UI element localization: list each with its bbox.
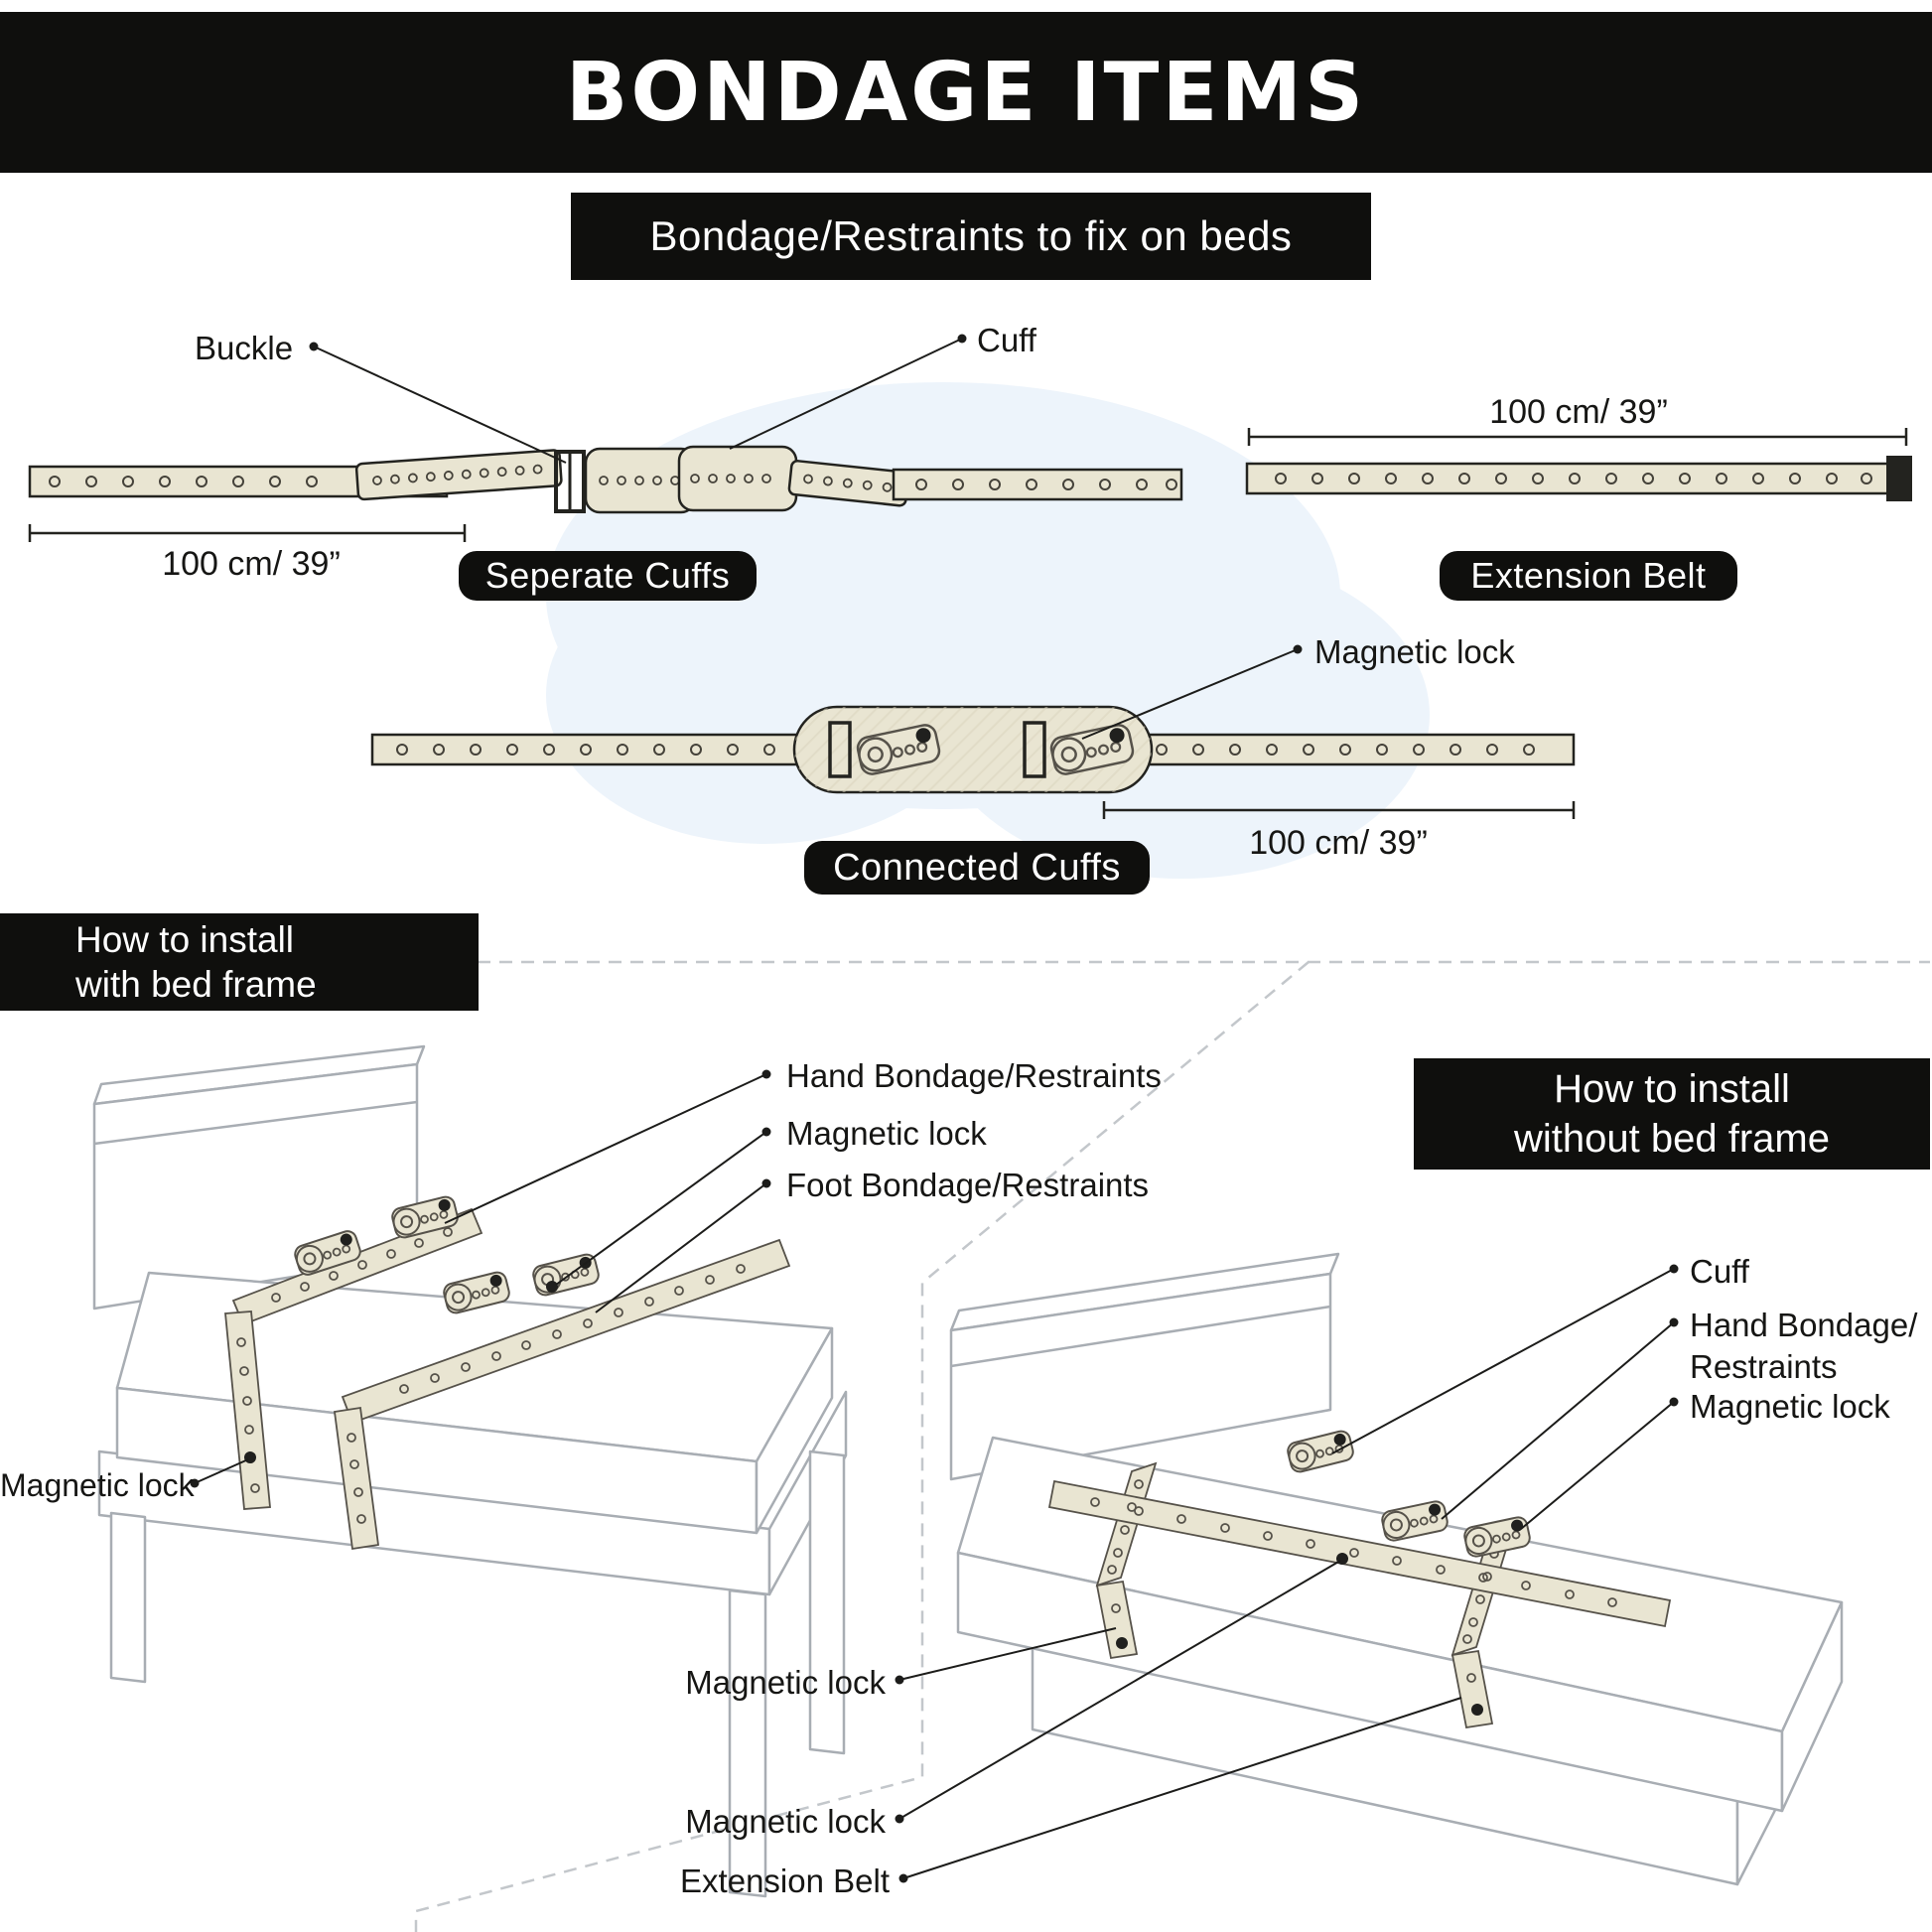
label-bullet-dots <box>190 334 1679 1883</box>
connected-cuffs-illustration <box>370 705 1576 794</box>
dashed-separator-lines <box>414 960 1930 1932</box>
bed-without-frame-straps <box>1047 1428 1672 1729</box>
leader-lines <box>194 338 1675 1879</box>
magnetic-lock-label: Magnetic lock <box>1690 1388 1890 1425</box>
hand-bondage-label: Hand Bondage/ Restraints <box>1690 1305 1917 1388</box>
dimension-brackets <box>28 428 1908 819</box>
separate-cuffs-dimension: 100 cm/ 39” <box>162 545 341 583</box>
separate-cuff-left-illustration <box>28 447 697 514</box>
separate-cuff-right-illustration <box>677 445 1183 512</box>
cuff-label: Cuff <box>1690 1253 1749 1290</box>
magnetic-lock-dot <box>1471 1704 1483 1716</box>
magnetic-lock-dot <box>546 1281 558 1293</box>
cuff-glyph <box>1285 1428 1356 1475</box>
hand-bondage-label: Hand Bondage/Restraints <box>786 1057 1162 1094</box>
how-to-install-without-frame-title: How to install without bed frame <box>1414 1058 1930 1170</box>
magnetic-lock-label: Magnetic lock <box>685 1664 886 1701</box>
without-frame-title-line1: How to install <box>1554 1067 1790 1111</box>
page-header: BONDAGE ITEMS <box>0 12 1932 173</box>
cuff-label: Cuff <box>977 322 1036 358</box>
without-frame-title-line2: without bed frame <box>1514 1117 1830 1161</box>
separate-cuffs-pill: Seperate Cuffs <box>459 551 757 601</box>
with-frame-title-line1: How to install <box>75 919 295 960</box>
buckle-label: Buckle <box>195 330 294 366</box>
foot-bondage-label: Foot Bondage/Restraints <box>786 1167 1150 1203</box>
bed-with-frame-illustration <box>92 1044 848 1898</box>
hand-bondage-label-line2: Restraints <box>1690 1348 1838 1385</box>
page-title: BONDAGE ITEMS <box>565 45 1367 140</box>
magnetic-lock-label: Magnetic lock <box>1314 633 1515 670</box>
hand-bondage-label-line1: Hand Bondage/ <box>1690 1307 1918 1343</box>
extension-belt-dimension: 100 cm/ 39” <box>1489 393 1668 431</box>
extension-belt-pill: Extension Belt <box>1440 551 1737 601</box>
connected-cuffs-pill: Connected Cuffs <box>804 841 1150 895</box>
magnetic-lock-label: Magnetic lock <box>0 1467 195 1503</box>
with-frame-title-line2: with bed frame <box>75 964 317 1005</box>
extension-belt-label: Extension Belt <box>680 1863 890 1899</box>
bed-with-frame-straps <box>224 1193 791 1551</box>
how-to-install-with-frame-title: How to install with bed frame <box>0 913 479 1011</box>
cuff-pad-shape <box>677 445 798 512</box>
magnetic-lock-label: Magnetic lock <box>685 1803 886 1840</box>
connected-cuffs-dimension: 100 cm/ 39” <box>1249 824 1428 862</box>
buckle-shape <box>1886 456 1912 501</box>
magnetic-lock-label: Magnetic lock <box>786 1115 987 1152</box>
section-banner: Bondage/Restraints to fix on beds <box>571 193 1371 280</box>
magnetic-lock-dot <box>244 1451 256 1463</box>
extension-belt-illustration <box>1245 456 1912 501</box>
magnetic-lock-dot <box>1116 1637 1128 1649</box>
